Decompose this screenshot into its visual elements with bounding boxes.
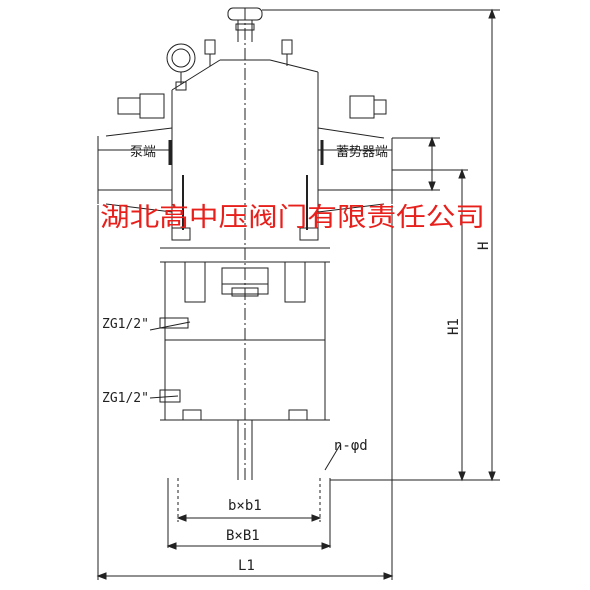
dim-b-b1-line xyxy=(176,514,322,522)
label-b-b1: b×b1 xyxy=(228,498,262,514)
accumulator-end-flange xyxy=(317,95,393,213)
lower-cylinder xyxy=(159,317,330,421)
upper-body xyxy=(168,59,324,230)
dim-B-B1-line xyxy=(166,542,332,550)
label-H1: H1 xyxy=(446,318,462,335)
base-plate xyxy=(167,478,331,548)
dim-D-delta-line xyxy=(392,136,440,192)
flange-bolts xyxy=(171,227,319,241)
company-watermark: 湖北高中压阀门有限责任公司 xyxy=(100,203,485,233)
label-pump-end: 泵端 xyxy=(130,145,156,160)
label-H: H xyxy=(476,242,492,250)
label-B-B1: B×B1 xyxy=(226,528,260,544)
pump-end-flange xyxy=(97,93,173,213)
dim-L1-line xyxy=(96,205,394,580)
pressure-gauge xyxy=(166,43,196,91)
label-port-bottom: ZG1/2" xyxy=(102,391,149,406)
dim-H-line xyxy=(262,8,500,482)
n-phi-d-leader xyxy=(324,444,341,471)
dim-H1-line xyxy=(392,168,468,482)
label-accumulator-end: 蓄势器端 xyxy=(336,144,388,160)
base-stem xyxy=(237,420,253,480)
label-port-top: ZG1/2" xyxy=(102,317,149,332)
port-bottom-leader xyxy=(149,395,179,399)
yoke xyxy=(160,247,330,340)
port-top-leader xyxy=(149,321,191,331)
label-n-phi-d: n-φd xyxy=(334,438,368,454)
handwheel xyxy=(227,7,263,42)
label-L1: L1 xyxy=(238,558,255,574)
